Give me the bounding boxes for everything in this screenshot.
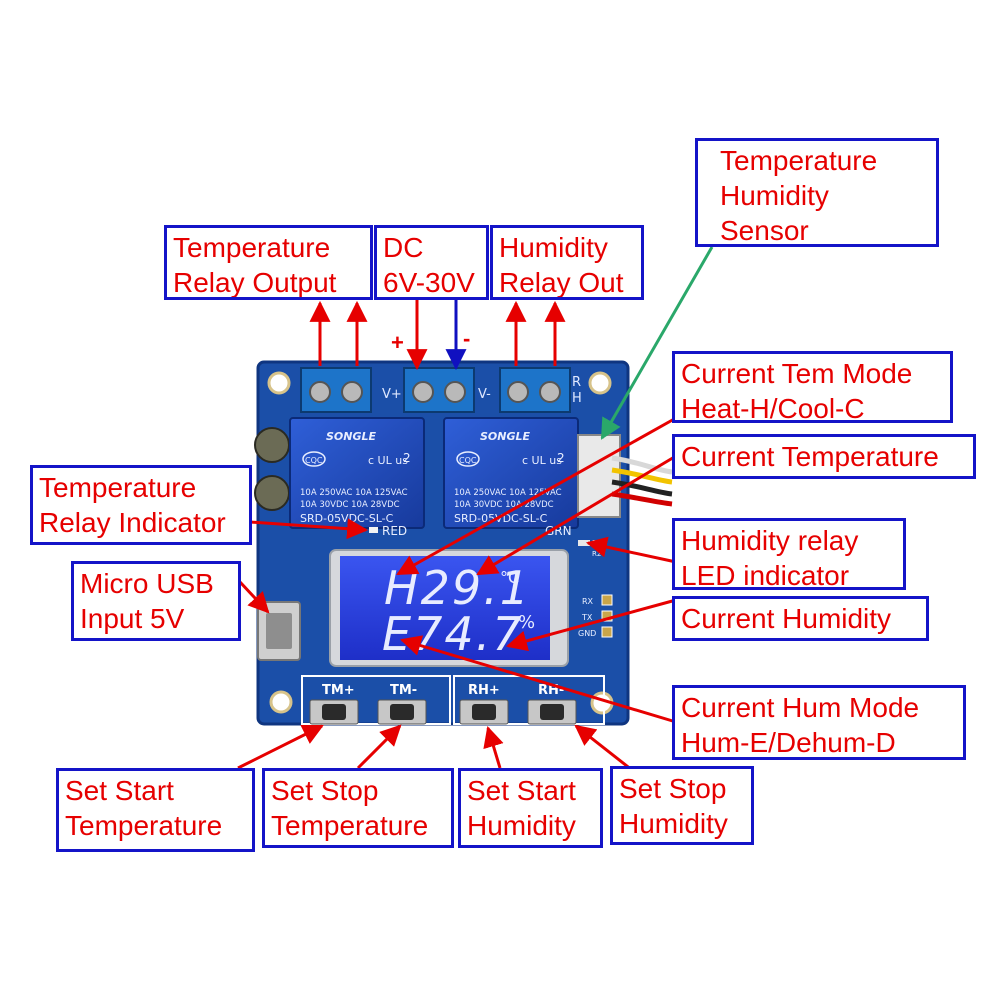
- label-humidity-relay-out: Humidity Relay Out: [490, 225, 644, 300]
- label-set-start-humidity: Set Start Humidity: [458, 768, 603, 848]
- silk-v-plus: V+: [382, 387, 402, 402]
- label-temperature-humidity-sensor: Temperature Humidity Sensor: [695, 138, 939, 247]
- silk-grn: GRN: [545, 524, 572, 538]
- relay-rating: 10A 250VAC 10A 125VAC: [300, 488, 408, 498]
- label-humidity-relay-led: Humidity relay LED indicator: [672, 518, 906, 590]
- arrow-set-stop-hum: [574, 724, 633, 772]
- relay-model: SRD-05VDC-SL-C: [300, 512, 394, 525]
- silk-r: R: [572, 375, 581, 390]
- tm-plus-button[interactable]: [309, 699, 359, 725]
- capacitor: [254, 427, 290, 463]
- rh-minus-button[interactable]: [527, 699, 577, 725]
- terminal-humidity: [499, 367, 571, 413]
- arrow-micro-usb: [238, 580, 270, 614]
- relay-ul: c UL us: [522, 454, 562, 467]
- arrow-hum-relay-led: [585, 536, 677, 564]
- relay-digit: 2: [403, 451, 411, 465]
- mount-hole: [269, 690, 293, 714]
- arrow-current-humidity: [505, 598, 677, 652]
- arrow-set-start-hum: [483, 725, 504, 769]
- label-set-stop-humidity: Set Stop Humidity: [610, 766, 754, 845]
- temperature-button-group: [301, 675, 451, 725]
- mount-hole: [267, 371, 291, 395]
- terminal-power: [403, 367, 475, 413]
- temperature-relay-led: [369, 527, 378, 533]
- relay-rating: 10A 30VDC 10A 28VDC: [454, 500, 554, 510]
- label-current-humidity: Current Humidity: [672, 596, 929, 641]
- label-micro-usb: Micro USB Input 5V: [71, 561, 241, 641]
- uart-rx: RX: [582, 597, 594, 606]
- lcd-temperature-unit: °C: [500, 568, 519, 587]
- arrow-current-temp: [476, 454, 677, 576]
- polarity-minus: -: [463, 326, 471, 351]
- uart-tx: TX: [581, 613, 593, 622]
- label-current-hum-mode: Current Hum Mode Hum-E/Dehum-D: [672, 685, 966, 760]
- arrow-hum-mode: [399, 635, 677, 724]
- silk-red: RED: [382, 524, 407, 538]
- relay-cert: CQC: [305, 456, 323, 465]
- arrow-temp-relay-led: [249, 518, 369, 540]
- relay-rating: 10A 250VAC 10A 125VAC: [454, 488, 562, 498]
- button-label-rh-plus: RH+: [468, 683, 500, 698]
- label-set-start-temperature: Set Start Temperature: [56, 768, 255, 852]
- arrow-tem-mode: [396, 416, 677, 576]
- uart-gnd: GND: [578, 629, 596, 638]
- arrows: [237, 246, 714, 772]
- lcd-humidity: E74.7: [382, 607, 524, 661]
- polarity-plus: +: [391, 330, 404, 355]
- relay-digit: 2: [557, 451, 565, 465]
- relay-humidity: SONGLE CQC c UL us 2 10A 250VAC 10A 125V…: [443, 417, 579, 529]
- relay-model: SRD-05VDC-SL-C: [454, 512, 548, 525]
- relay-brand: SONGLE: [326, 430, 377, 443]
- arrow-set-start-temp: [237, 724, 324, 770]
- relay-ul: c UL us: [368, 454, 408, 467]
- label-current-tem-mode: Current Tem Mode Heat-H/Cool-C: [672, 351, 953, 423]
- relay-brand: SONGLE: [480, 430, 531, 443]
- relay-rating: 10A 30VDC 10A 28VDC: [300, 500, 400, 510]
- silk-r2: R2: [592, 550, 601, 558]
- label-set-stop-temperature: Set Stop Temperature: [262, 768, 454, 848]
- pcb-board: V+ V- R H SONGLE CQC c UL us 2 10A 250VA…: [254, 360, 673, 726]
- lcd-display: H29.1 °C E74.7 %: [329, 549, 569, 667]
- label-temperature-relay-output: Temperature Relay Output: [164, 225, 373, 300]
- arrow-set-stop-temp: [356, 724, 402, 770]
- label-current-temperature: Current Temperature: [672, 434, 976, 479]
- humidity-relay-led: [578, 540, 590, 546]
- label-temperature-relay-indicator: Temperature Relay Indicator: [30, 465, 252, 545]
- lcd-humidity-unit: %: [518, 612, 535, 633]
- relay-cert: CQC: [459, 456, 477, 465]
- button-label-tm-minus: TM-: [390, 683, 417, 698]
- tm-minus-button[interactable]: [377, 699, 427, 725]
- label-dc-input: DC 6V-30V: [374, 225, 489, 300]
- button-label-tm-plus: TM+: [322, 683, 355, 698]
- silk-h: H: [572, 391, 582, 406]
- relay-temperature: SONGLE CQC c UL us 2 10A 250VAC 10A 125V…: [289, 417, 425, 529]
- mount-hole: [588, 371, 612, 395]
- uart-pad: [601, 594, 613, 606]
- micro-usb-port: [257, 601, 301, 661]
- capacitor: [254, 475, 290, 511]
- arrow-sensor: [600, 246, 714, 440]
- silk-v-minus: V-: [478, 387, 491, 402]
- terminal-temperature: [300, 367, 372, 413]
- rh-plus-button[interactable]: [459, 699, 509, 725]
- uart-pad: [601, 626, 613, 638]
